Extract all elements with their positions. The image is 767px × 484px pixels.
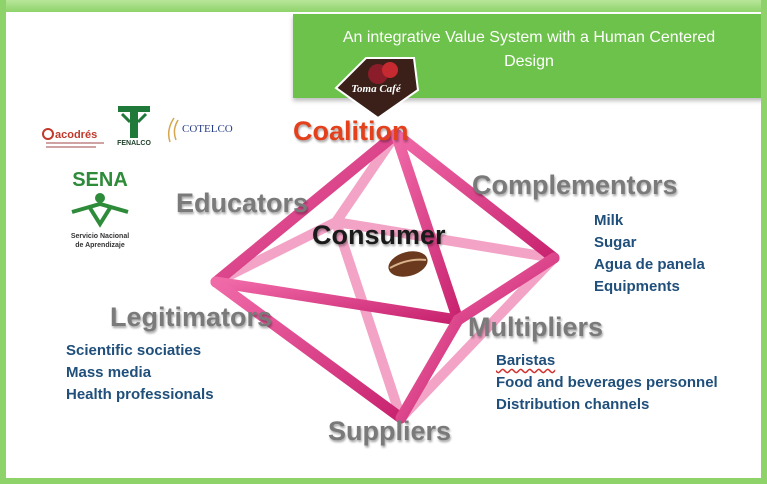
sena-subtitle-2: de Aprendizaje (75, 242, 125, 249)
top-bar (6, 0, 761, 12)
title-line-2: Design (504, 53, 554, 70)
list-item: Milk (594, 212, 624, 229)
node-multipliers: Multipliers (468, 312, 604, 342)
sena-logo: SENA Servicio Nacional de Aprendizaje (60, 166, 150, 256)
octahedron-diagram: Toma Café (210, 57, 560, 424)
fenalco-text: FENALCO (117, 140, 151, 147)
node-coalition: Coalition (293, 116, 409, 146)
sena-text: SENA (72, 169, 128, 191)
coffee-bean-icon (388, 251, 428, 277)
cotelco-text: COTELCO (182, 123, 233, 135)
node-consumer: Consumer (312, 220, 446, 250)
sena-subtitle-1: Servicio Nacional (71, 233, 129, 240)
legitimators-list: Scientific sociaties Mass media Health p… (66, 340, 214, 406)
cotelco-logo: COTELCO (162, 116, 242, 144)
node-educators: Educators (176, 188, 309, 218)
list-item: Scientific sociaties (66, 342, 202, 359)
complementors-list: Milk Sugar Agua de panela Equipments (594, 210, 705, 298)
badge-text: Toma Café (351, 83, 402, 95)
node-complementors: Complementors (472, 170, 678, 200)
acodres-text: acodrés (55, 129, 97, 141)
multipliers-list: Baristas Food and beverages personnel Di… (496, 350, 718, 416)
list-item: Agua de panela (594, 256, 705, 273)
fenalco-logo: FENALCO (114, 104, 154, 150)
acodres-logo: acodrés (42, 124, 108, 152)
list-item: Mass media (66, 364, 152, 381)
title-line-1: An integrative Value System with a Human… (342, 29, 716, 46)
node-legitimators: Legitimators (110, 302, 273, 332)
node-suppliers: Suppliers (328, 416, 452, 446)
list-item: Sugar (594, 234, 637, 251)
list-item: Baristas (496, 352, 556, 369)
list-item: Health professionals (66, 386, 214, 403)
toma-cafe-badge: Toma Café (334, 57, 420, 120)
front-edges (210, 128, 560, 424)
list-item: Distribution channels (496, 396, 650, 413)
list-item: Food and beverages personnel (496, 374, 718, 391)
list-item: Equipments (594, 278, 680, 295)
